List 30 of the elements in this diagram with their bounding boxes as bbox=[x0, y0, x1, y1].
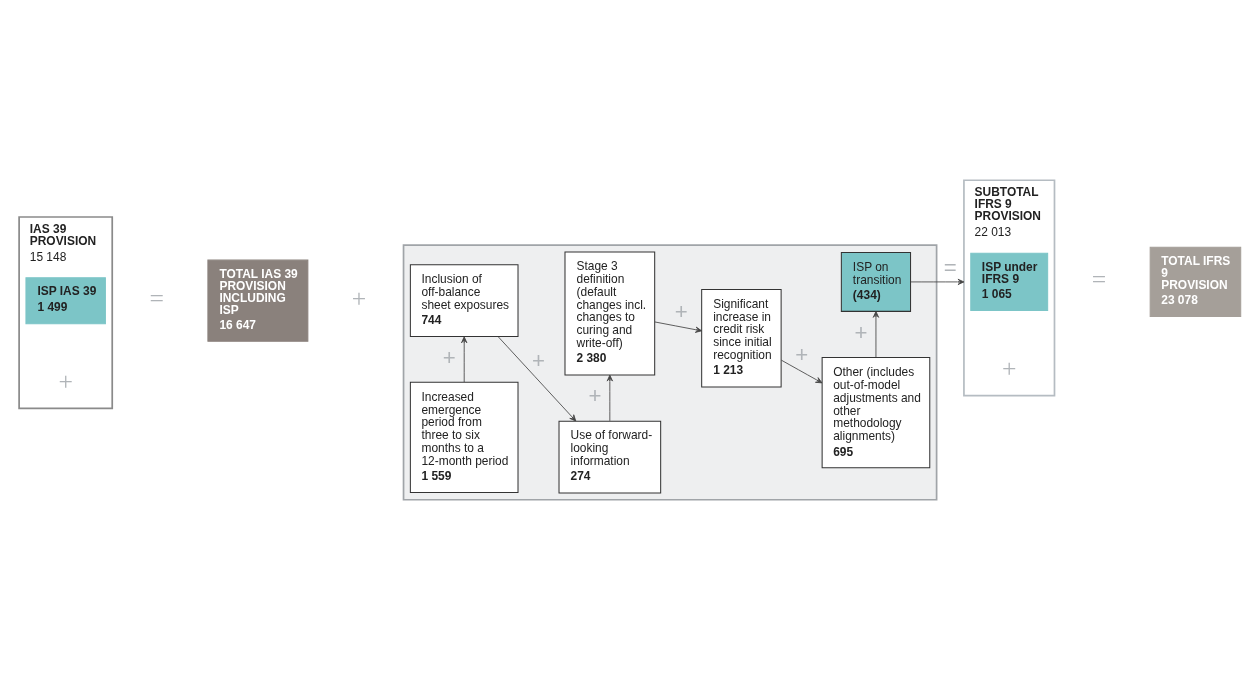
arrow bbox=[498, 336, 577, 421]
node-box: ISP IAS 39 1 499 bbox=[25, 276, 106, 324]
node-box: Increased emergence period from three to six months to a 12-month period 1 559 bbox=[409, 381, 519, 493]
edge-label: + bbox=[674, 298, 688, 324]
arrow bbox=[654, 321, 703, 333]
label: + bbox=[351, 283, 367, 313]
edge-label: + bbox=[795, 341, 809, 367]
edge-label: + bbox=[442, 344, 456, 370]
label: = bbox=[149, 283, 164, 313]
node-box: Stage 3 definition (default changes incl. changes to curing and write-off) 2 380 bbox=[564, 251, 656, 376]
arrow bbox=[780, 359, 823, 383]
label: = bbox=[1091, 264, 1107, 294]
edge-label: = bbox=[943, 254, 957, 280]
label: + bbox=[1001, 353, 1017, 383]
node-box: Other (includes out-of-model adjustments and other methodology alignments) 695 bbox=[821, 356, 931, 468]
label: + bbox=[58, 366, 73, 396]
node-box: Inclusion of off-balance sheet exposures 744 bbox=[409, 263, 519, 337]
arrow bbox=[872, 310, 880, 358]
node-box: Use of forward-looking information 274 bbox=[558, 420, 662, 493]
edge-label: + bbox=[588, 382, 602, 408]
edge-label: + bbox=[854, 319, 868, 345]
node-box: Significant increase in credit risk since initial recognition 1 213 bbox=[701, 288, 782, 387]
arrow bbox=[910, 278, 965, 285]
node-box: ISP on transition (434) bbox=[840, 251, 912, 312]
edge-label: + bbox=[532, 347, 545, 373]
cluster bbox=[402, 243, 938, 501]
arrow bbox=[606, 374, 613, 421]
node-box: TOTAL IAS 39 PROVISION INCLUDING ISP 16 647 bbox=[207, 259, 309, 342]
node-box: ISP under IFRS 9 1 065 bbox=[970, 252, 1049, 311]
node-box: TOTAL IFRS 9 PROVISION 23 078 bbox=[1149, 246, 1242, 317]
